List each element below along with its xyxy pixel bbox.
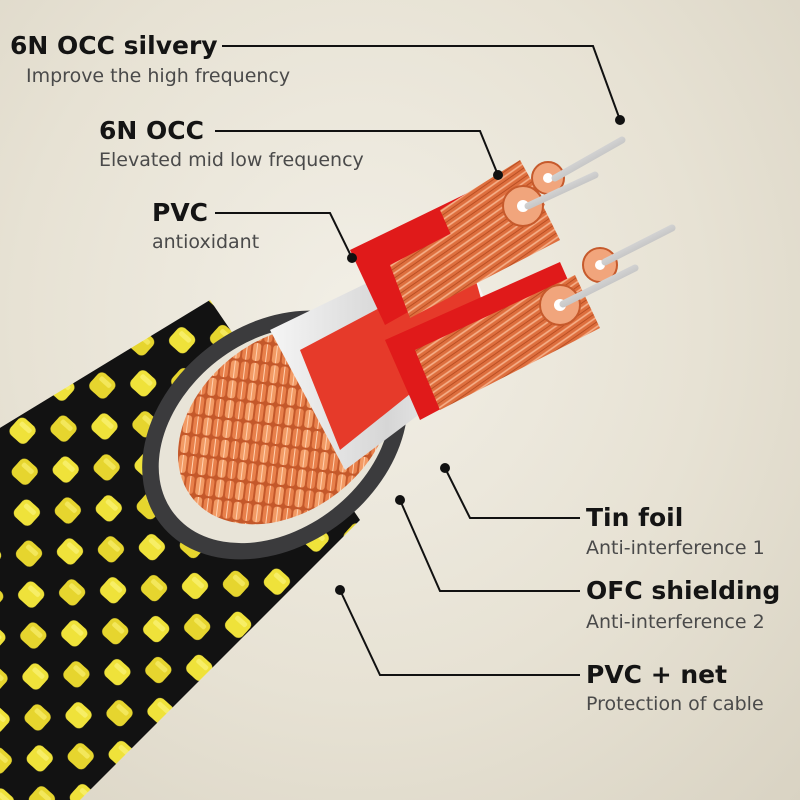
callout-pvc-title: PVC bbox=[152, 198, 209, 227]
callout-6n-occ-subtitle: Elevated mid low frequency bbox=[99, 149, 364, 171]
callout-6n-occ-silvery-title: 6N OCC silvery bbox=[10, 31, 218, 60]
callout-ofc-shielding-subtitle: Anti-interference 2 bbox=[586, 611, 765, 633]
callout-tin-foil-subtitle: Anti-interference 1 bbox=[586, 537, 765, 559]
callout-6n-occ-silvery-subtitle: Improve the high frequency bbox=[26, 65, 291, 87]
callout-ofc-shielding-title: OFC shielding bbox=[586, 576, 781, 605]
callout-pvc-net-title: PVC + net bbox=[586, 660, 728, 689]
callout-6n-occ-title: 6N OCC bbox=[99, 116, 204, 145]
callout-pvc-net-subtitle: Protection of cable bbox=[586, 693, 764, 715]
callout-pvc-subtitle: antioxidant bbox=[152, 231, 260, 253]
callout-tin-foil-title: Tin foil bbox=[586, 503, 684, 532]
